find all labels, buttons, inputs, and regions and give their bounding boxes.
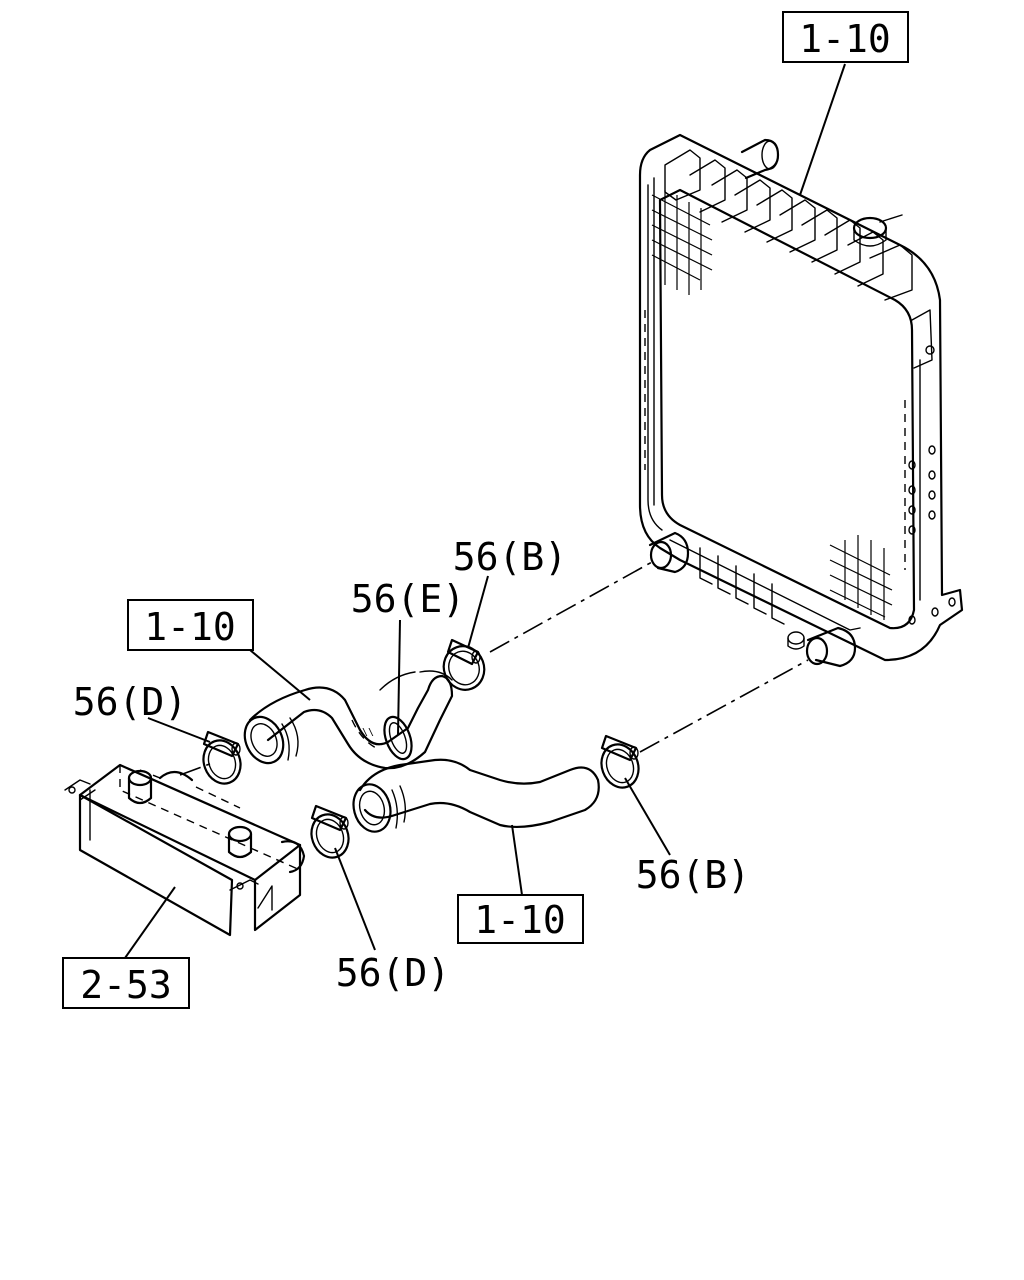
leader-clamp-56e <box>397 619 401 736</box>
leader-radiator <box>799 63 846 196</box>
connector-lower <box>639 659 809 753</box>
clamp-56b-right <box>600 734 640 789</box>
clamp-56b-upper <box>442 638 486 691</box>
leader-clamp-56b-right <box>624 777 671 856</box>
label-clamp-56e: 56(E) <box>351 577 465 621</box>
label-clamp-56b-top: 56(B) <box>453 535 567 579</box>
label-upper-hose: 1-10 <box>127 599 254 651</box>
radiator <box>638 133 964 668</box>
svg-text:\\: \\ <box>362 727 374 738</box>
leader-clamp-56d-left <box>147 717 211 743</box>
clamp-56d-bottom <box>310 804 350 859</box>
label-clamp-56d-bottom: 56(D) <box>336 951 450 995</box>
leader-clamp-56b-top <box>467 575 489 649</box>
leader-clamp-56d-bottom <box>334 847 376 951</box>
intercooler <box>64 763 306 937</box>
lower-hose <box>352 758 600 833</box>
leader-upper-hose <box>249 649 311 701</box>
label-clamp-56b-right: 56(B) <box>636 853 750 897</box>
connector-intercooler <box>179 761 216 776</box>
clamp-56e <box>383 715 413 761</box>
label-lower-hose: 1-10 <box>457 894 584 944</box>
label-clamp-56d-left: 56(D) <box>73 680 187 724</box>
label-radiator: 1-10 <box>782 11 909 63</box>
label-intercooler: 2-53 <box>62 957 190 1009</box>
leader-intercooler <box>124 886 176 959</box>
upper-hose: \\ <box>243 670 454 770</box>
leader-lower-hose <box>511 824 523 896</box>
connector-upper <box>489 561 653 653</box>
label-intercooler-text: 2-53 <box>80 963 172 1007</box>
label-radiator-text: 1-10 <box>799 17 891 61</box>
label-lower-hose-text: 1-10 <box>474 898 566 942</box>
label-upper-hose-text: 1-10 <box>144 605 236 649</box>
